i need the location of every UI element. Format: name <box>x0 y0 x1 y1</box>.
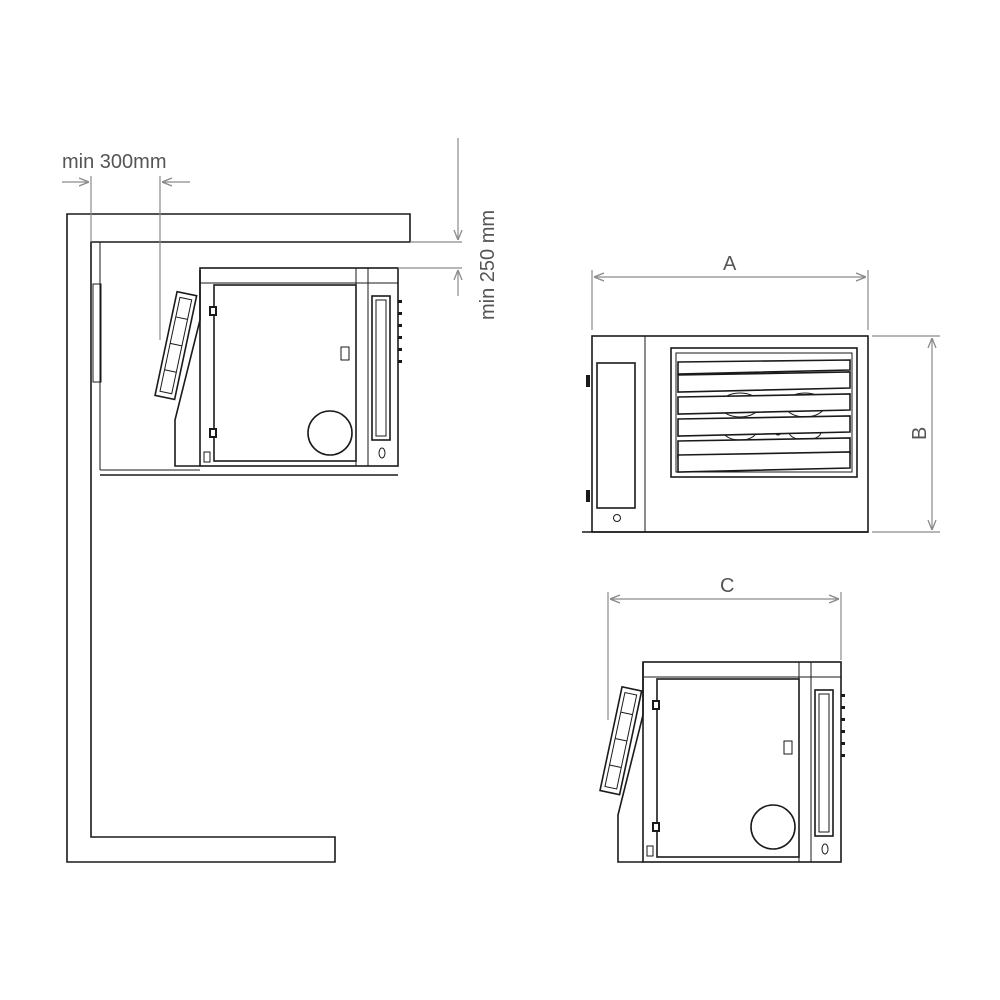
mounting-bracket <box>66 213 411 863</box>
top-clearance-label: min 250 mm <box>477 210 499 320</box>
side-front-ribs <box>841 694 845 757</box>
depth-dimension: C <box>607 575 842 720</box>
installed-unit-side-view <box>92 242 402 476</box>
width-dimension: A <box>591 253 869 330</box>
louver-blades <box>677 359 851 473</box>
side-clearance-dimension: min 300mm <box>62 151 190 340</box>
top-clearance-dimension: min 250 mm <box>398 138 499 320</box>
width-label: A <box>723 253 737 275</box>
height-label: B <box>909 427 931 440</box>
unit-front-view <box>582 335 869 533</box>
unit-side-view <box>599 661 845 863</box>
depth-label: C <box>720 575 734 597</box>
side-clearance-label: min 300mm <box>62 151 166 173</box>
height-dimension: B <box>872 335 940 533</box>
front-ribs <box>398 300 402 363</box>
